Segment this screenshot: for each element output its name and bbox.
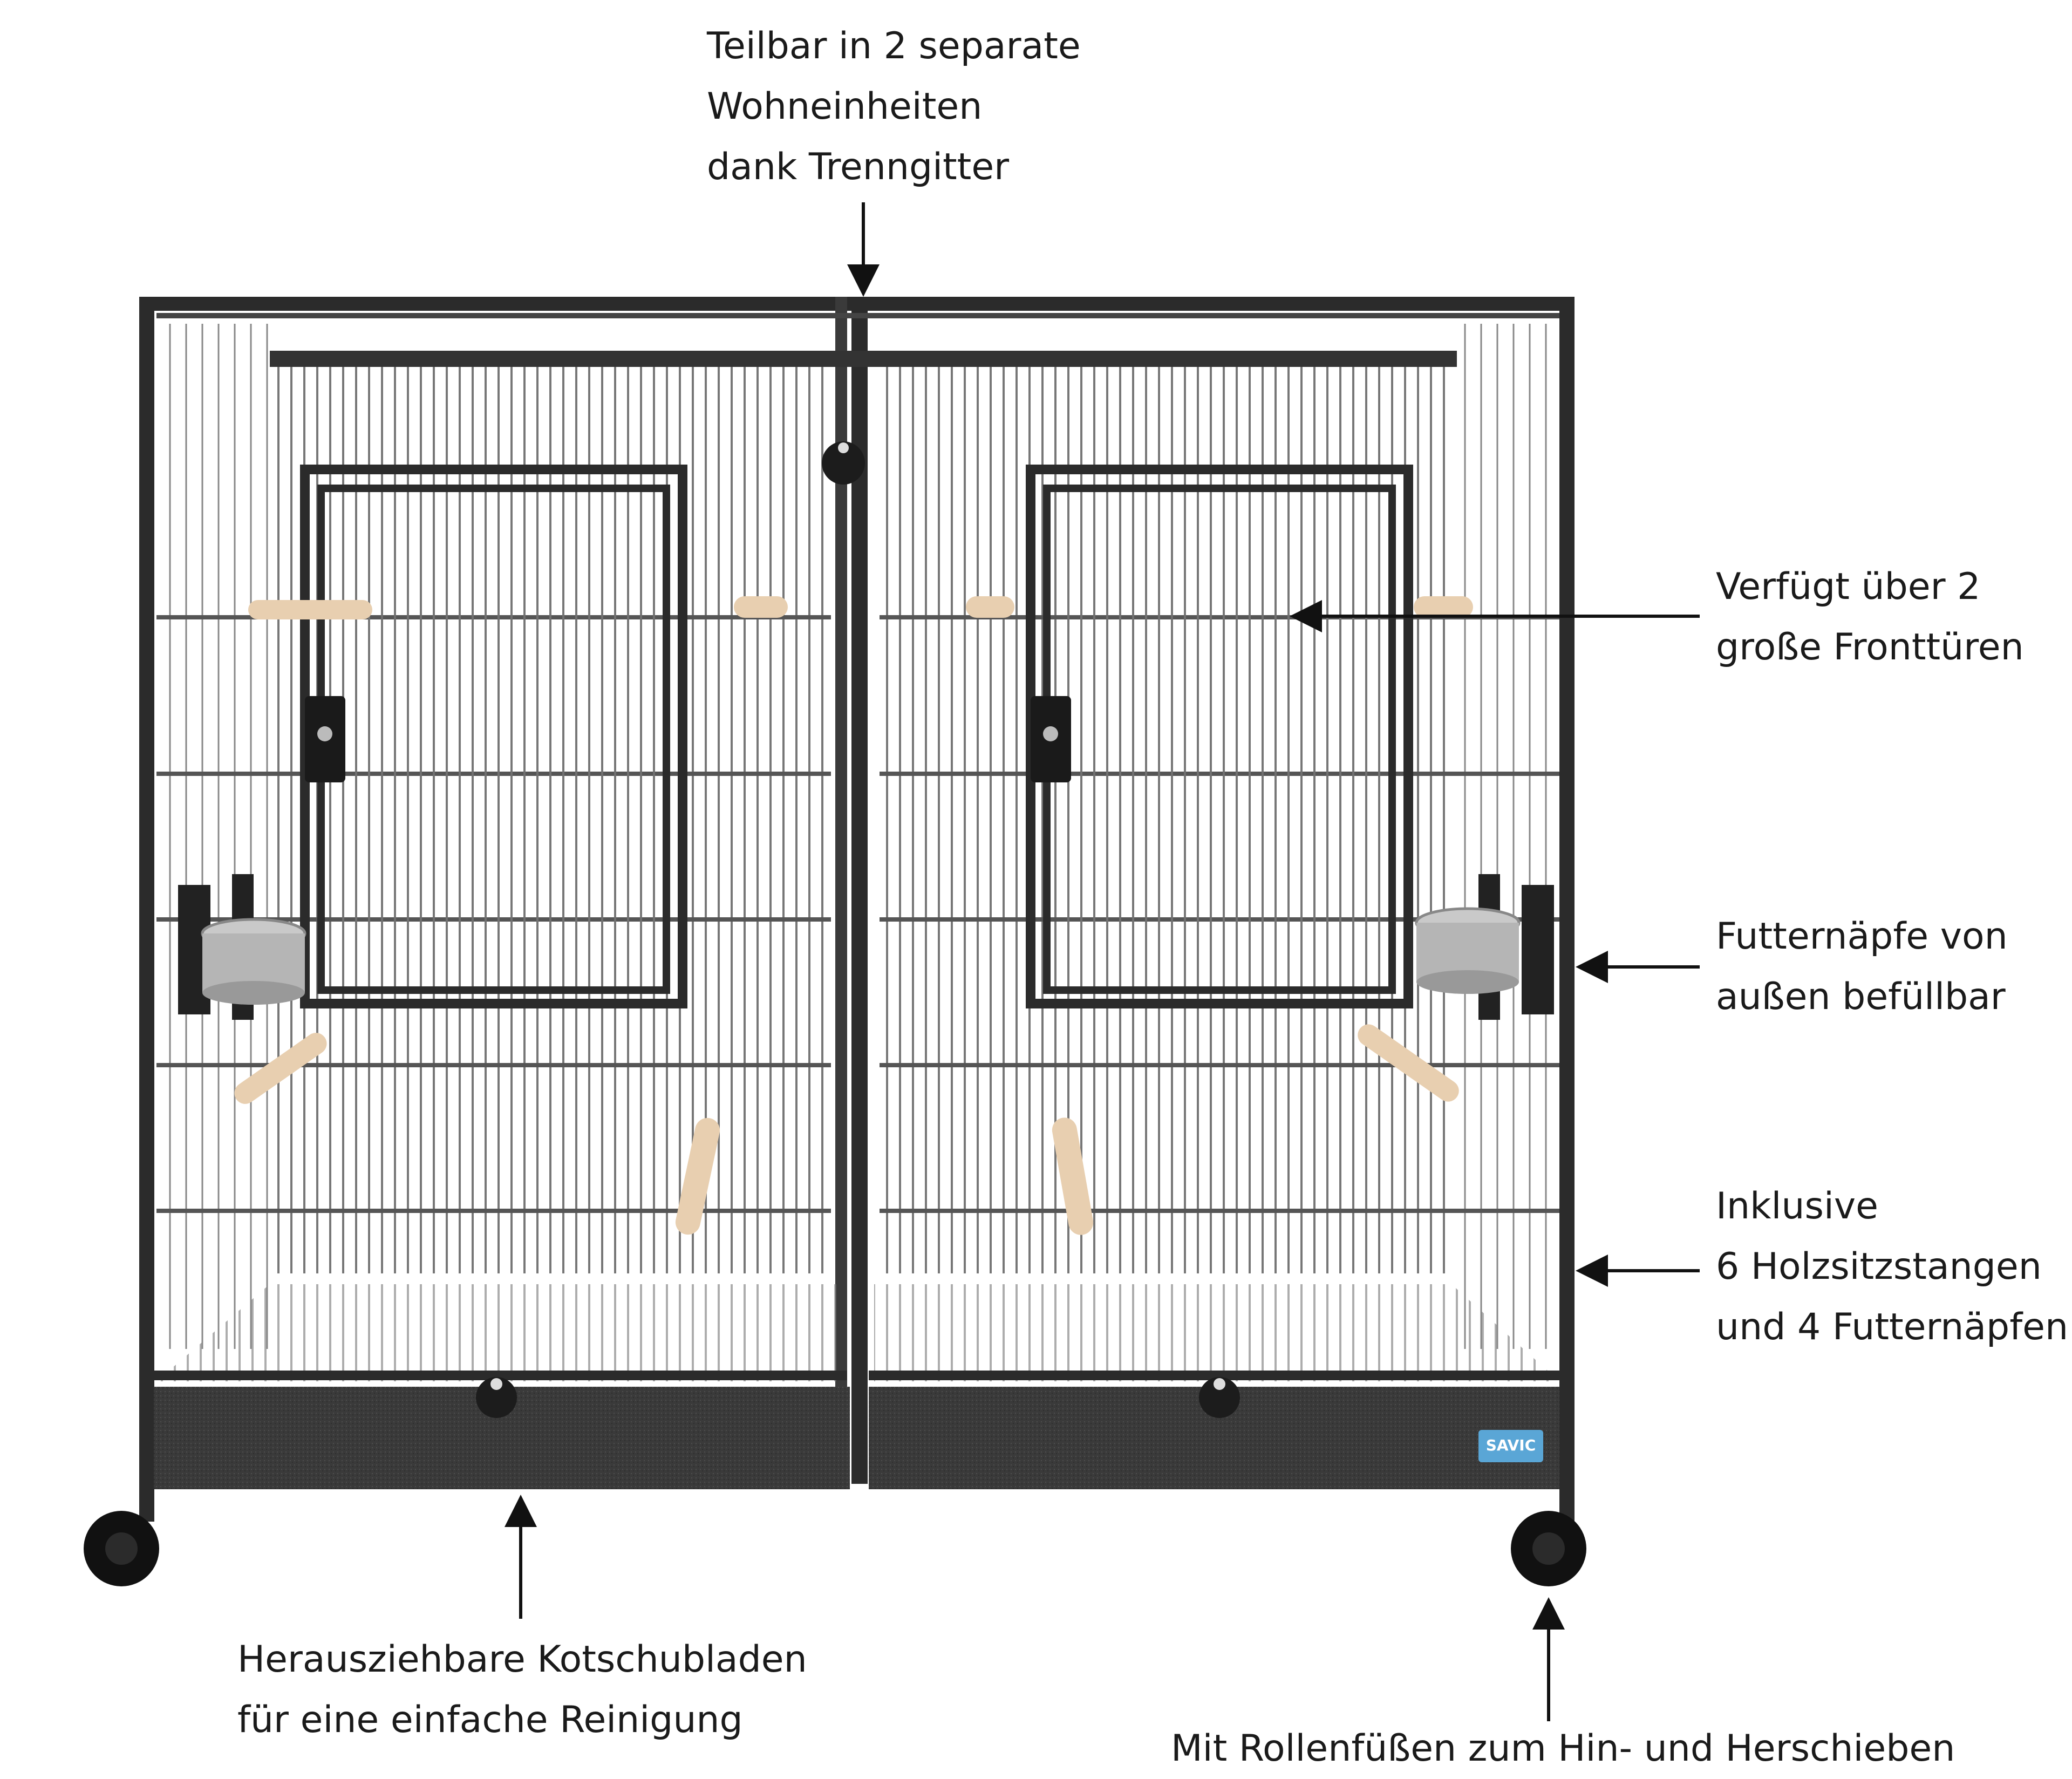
callout-divider-line-2: Wohneinheiten xyxy=(707,85,983,128)
callout-doors-line-2: große Fronttüren xyxy=(1716,626,2024,669)
callout-included-line-3: und 4 Futternäpfen xyxy=(1716,1306,2069,1348)
dropping-drawers: SAVIC xyxy=(154,1377,1559,1489)
callout-bowls-line-2: außen befüllbar xyxy=(1716,976,2006,1018)
callout-doors: Verfügt über 2 große Fronttüren xyxy=(1716,557,2024,678)
right-front-door xyxy=(1026,465,1413,1008)
callout-wheels: Mit Rollenfüßen zum Hin- und Herschieben xyxy=(1171,1719,1955,1779)
callout-included: Inklusive 6 Holzsitzstangen und 4 Futter… xyxy=(1716,1176,2068,1358)
floor-grids xyxy=(151,1284,1565,1381)
callout-wheels-line-1: Mit Rollenfüßen zum Hin- und Herschieben xyxy=(1171,1727,1955,1770)
wooden-perches xyxy=(234,596,1473,1235)
callout-bowls-line-1: Futternäpfe von xyxy=(1716,915,2008,958)
divider-knob xyxy=(822,441,865,485)
callout-bowls: Futternäpfe von außen befüllbar xyxy=(1716,906,2008,1027)
left-front-door xyxy=(300,465,687,1008)
callout-drawers: Herausziehbare Kotschubladen für eine ei… xyxy=(237,1630,807,1750)
callout-drawers-line-1: Herausziehbare Kotschubladen xyxy=(237,1638,807,1681)
callout-arrows xyxy=(505,202,1700,1721)
callout-divider: Teilbar in 2 separate Wohneinheiten dank… xyxy=(707,16,1081,197)
callout-divider-line-3: dank Trenngitter xyxy=(707,146,1010,188)
callout-drawers-line-2: für eine einfache Reinigung xyxy=(237,1699,743,1741)
brand-logo-text: SAVIC xyxy=(1486,1436,1536,1454)
cage-frame xyxy=(139,297,1575,1511)
callout-included-line-2: 6 Holzsitzstangen xyxy=(1716,1245,2042,1288)
callout-divider-line-1: Teilbar in 2 separate xyxy=(707,25,1081,67)
food-bowls xyxy=(178,874,1554,1020)
callout-doors-line-1: Verfügt über 2 xyxy=(1716,565,1981,608)
brand-logo xyxy=(1478,1430,1543,1462)
caster-wheels xyxy=(84,1489,1586,1586)
callout-included-line-1: Inklusive xyxy=(1716,1185,1878,1228)
